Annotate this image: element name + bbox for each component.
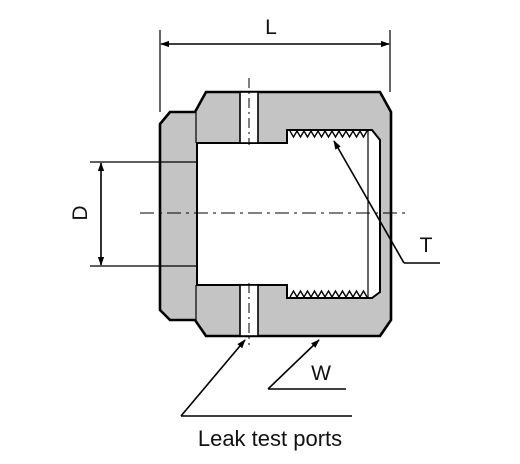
w-leader [267, 339, 320, 390]
ports-label: Leak test ports [198, 426, 342, 451]
thread-top [289, 129, 368, 139]
width-label: W [311, 362, 331, 385]
diameter-label: D [69, 205, 92, 220]
length-label: L [265, 16, 277, 39]
ports-leader [180, 339, 246, 417]
internal-bore [196, 129, 381, 299]
t-leader [333, 140, 405, 264]
thread-bottom [289, 289, 368, 299]
thread-label: T [420, 234, 433, 257]
